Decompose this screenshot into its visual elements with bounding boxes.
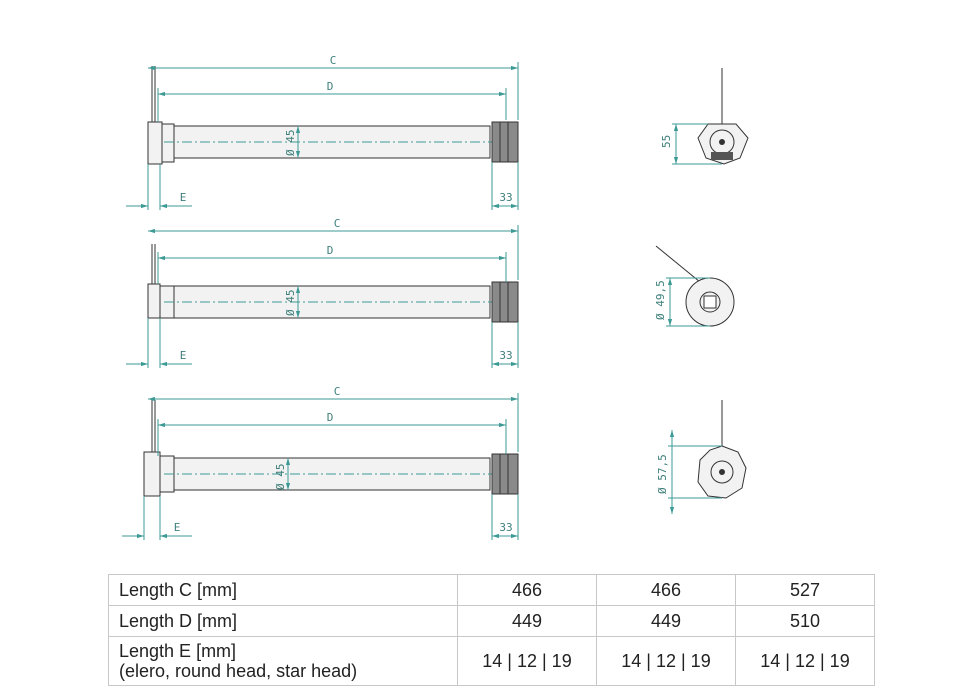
dim-d-label: D: [327, 411, 334, 424]
motor-head: [143, 451, 161, 497]
dim-33-label: 33: [499, 349, 512, 362]
dim-c-label: C: [334, 217, 341, 230]
dim-e-label: E: [180, 349, 187, 362]
dim-c-label: C: [334, 385, 341, 398]
motor-drawing-3: C D E 33 Ø 45: [122, 385, 519, 540]
diameter-label: Ø 45: [284, 290, 297, 317]
cell-value: 14 | 12 | 19: [457, 636, 597, 686]
end-dim-label: Ø 57,5: [656, 454, 669, 494]
diameter-label: Ø 45: [284, 130, 297, 157]
end-dim-label: Ø 49,5: [654, 280, 667, 320]
adapter-ring: [491, 453, 519, 495]
row-label: Length D [mm]: [108, 605, 458, 637]
adapter-ring: [491, 281, 519, 323]
dim-e-label: E: [180, 191, 187, 204]
dim-33-label: 33: [499, 521, 512, 534]
dim-d-label: D: [327, 244, 334, 257]
cell-value: 449: [596, 605, 736, 637]
motor-head: [147, 121, 163, 165]
dim-c-label: C: [330, 54, 337, 67]
motor-drawing-1: C D E 33 Ø 45: [126, 54, 519, 210]
table-row: Length E [mm] (elero, round head, star h…: [108, 636, 875, 686]
end-view-1: 55: [660, 68, 749, 165]
dim-e-label: E: [174, 521, 181, 534]
end-view-2: Ø 49,5: [654, 245, 735, 327]
cell-value: 14 | 12 | 19: [735, 636, 875, 686]
diameter-label: Ø 45: [274, 464, 287, 491]
table-row: Length D [mm] 449 449 510: [108, 605, 875, 637]
technical-drawing: C D E 33 Ø 45 55: [122, 54, 749, 540]
table-row: Length C [mm] 466 466 527: [108, 574, 875, 606]
end-dim-label: 55: [660, 135, 673, 148]
dim-33-label: 33: [499, 191, 512, 204]
row-label: Length C [mm]: [108, 574, 458, 606]
row-label-cell: Length E [mm] (elero, round head, star h…: [108, 636, 458, 686]
spec-table: Length C [mm] 466 466 527 Length D [mm] …: [108, 574, 875, 686]
cell-value: 14 | 12 | 19: [596, 636, 736, 686]
motor-drawing-2: C D E 33 Ø 45: [126, 217, 519, 368]
cell-value: 527: [735, 574, 875, 606]
row-label-note: (elero, round head, star head): [119, 661, 358, 681]
motor-head: [147, 283, 161, 319]
end-view-3: Ø 57,5: [656, 400, 747, 514]
cell-value: 449: [457, 605, 597, 637]
cell-value: 466: [457, 574, 597, 606]
row-label: Length E [mm]: [119, 641, 237, 661]
cell-value: 510: [735, 605, 875, 637]
dim-d-label: D: [327, 80, 334, 93]
adapter-ring: [491, 121, 519, 163]
cell-value: 466: [596, 574, 736, 606]
